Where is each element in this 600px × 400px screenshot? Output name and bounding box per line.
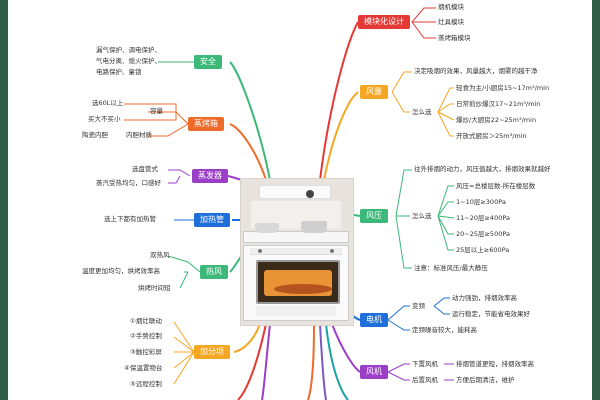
- leaf-bonus-5: ⑤远程控制: [130, 380, 162, 388]
- pot-icon: [255, 223, 279, 233]
- node-heating-tube[interactable]: 加热管: [194, 213, 230, 227]
- node-bonus[interactable]: 加分项: [194, 345, 230, 359]
- mid-pres-how: 怎么选: [412, 212, 432, 220]
- leaf-safety-1: 漏气保护、调电保护、: [96, 46, 161, 54]
- leaf-pres-2: 1~10层≥300Pa: [456, 198, 506, 206]
- leaf-evap-1: 选盘管式: [132, 165, 158, 173]
- leaf-pres-5: 25层以上≥600Pa: [456, 246, 510, 254]
- leaf-mod-3: 蒸烤箱模块: [438, 34, 471, 42]
- leaf-mod-2: 灶具模块: [438, 18, 464, 26]
- node-safety[interactable]: 安全: [194, 55, 222, 69]
- leaf-vol-4: 开放式厨房＞25m³/min: [456, 132, 527, 140]
- leaf-bonus-2: ②手势控制: [130, 332, 162, 340]
- leaf-air-2: 温度更加均匀，烘烤效率高: [82, 267, 160, 275]
- leaf-motor-1: 动力强劲，排烟效率高: [452, 294, 517, 302]
- leaf-vol-desc: 决定吸烟的效果，风量越大，烟雾的越干净: [414, 67, 538, 75]
- leaf-heat-1: 选上下都有加热管: [104, 215, 156, 223]
- leaf-vol-1: 轻食为主/小厨房15~17m³/min: [456, 84, 550, 92]
- oven-window: [256, 260, 340, 304]
- leaf-air-1: 双热风: [150, 251, 170, 259]
- range-hood-icon: [259, 185, 331, 199]
- node-air-pressure[interactable]: 风压: [360, 209, 388, 223]
- node-evaporator[interactable]: 蒸发器: [192, 169, 228, 183]
- center-product-image: [240, 178, 354, 326]
- leaf-safety-2: 气电分离、熄火保护、: [96, 57, 161, 65]
- leaf-oven-3: 陶瓷内胆: [82, 131, 108, 139]
- leaf-oven-1: 选60L以上: [92, 99, 124, 107]
- node-motor[interactable]: 电机: [360, 313, 388, 327]
- node-hot-air[interactable]: 热风: [200, 265, 228, 279]
- leaf-bonus-1: ①烟灶联动: [130, 317, 162, 325]
- leaf-pres-note: 注意：标准风压/最大静压: [414, 264, 488, 272]
- leaf-pres-3: 11~20层≥400Pa: [456, 214, 510, 222]
- leaf-safety-3: 电路保护、童锁: [96, 68, 142, 76]
- leaf-air-3: 烘烤时间短: [138, 284, 171, 292]
- leaf-evap-2: 蒸汽受热均匀，口感好: [96, 179, 161, 187]
- mid-capacity: 容量: [150, 107, 163, 115]
- leaf-bonus-3: ③触控彩屏: [130, 348, 162, 356]
- leaf-motor-3: 定频噪音较大，能耗高: [412, 326, 477, 334]
- mid-fan-rear: 后置风机: [412, 376, 438, 384]
- mid-vol-how: 怎么选: [412, 108, 432, 116]
- oven-icon: [243, 245, 349, 321]
- leaf-mod-1: 烟机模块: [438, 3, 464, 11]
- pan-icon: [301, 221, 327, 233]
- leaf-pres-1: 风压=总楼层数-所在楼层数: [456, 182, 536, 190]
- roast-food-icon: [274, 284, 332, 294]
- leaf-bonus-4: ④保温置物台: [124, 364, 163, 372]
- mid-motor-inverter: 变频: [412, 302, 425, 310]
- mind-map-canvas: 安全 漏气保护、调电保护、 气电分离、熄火保护、 电路保护、童锁 蒸烤箱 容量 …: [8, 0, 592, 400]
- leaf-vol-2: 日常煎炒爆汉17~21m³/min: [456, 100, 541, 108]
- node-steam-oven[interactable]: 蒸烤箱: [188, 117, 224, 131]
- leaf-vol-3: 爆炒/大厨房22~25m³/min: [456, 116, 537, 124]
- leaf-motor-2: 运行稳定，节能省电效果好: [452, 310, 530, 318]
- leaf-fan-1: 排烟管道更短，排烟效率高: [456, 360, 534, 368]
- countertop: [243, 231, 349, 243]
- leaf-pres-4: 20~25层≥500Pa: [456, 230, 510, 238]
- leaf-fan-2: 方便后期清洁，维护: [456, 376, 515, 384]
- node-air-volume[interactable]: 风量: [360, 85, 388, 99]
- leaf-oven-2: 买大不买小: [88, 115, 121, 123]
- mid-liner: 内胆材质: [126, 131, 152, 139]
- mid-fan-bottom: 下置风机: [412, 360, 438, 368]
- leaf-pres-desc: 往外排烟的动力，风压值越大，排烟效果就越好: [414, 165, 551, 173]
- node-fan[interactable]: 风机: [360, 365, 388, 379]
- node-modular-design[interactable]: 模块化设计: [358, 15, 410, 29]
